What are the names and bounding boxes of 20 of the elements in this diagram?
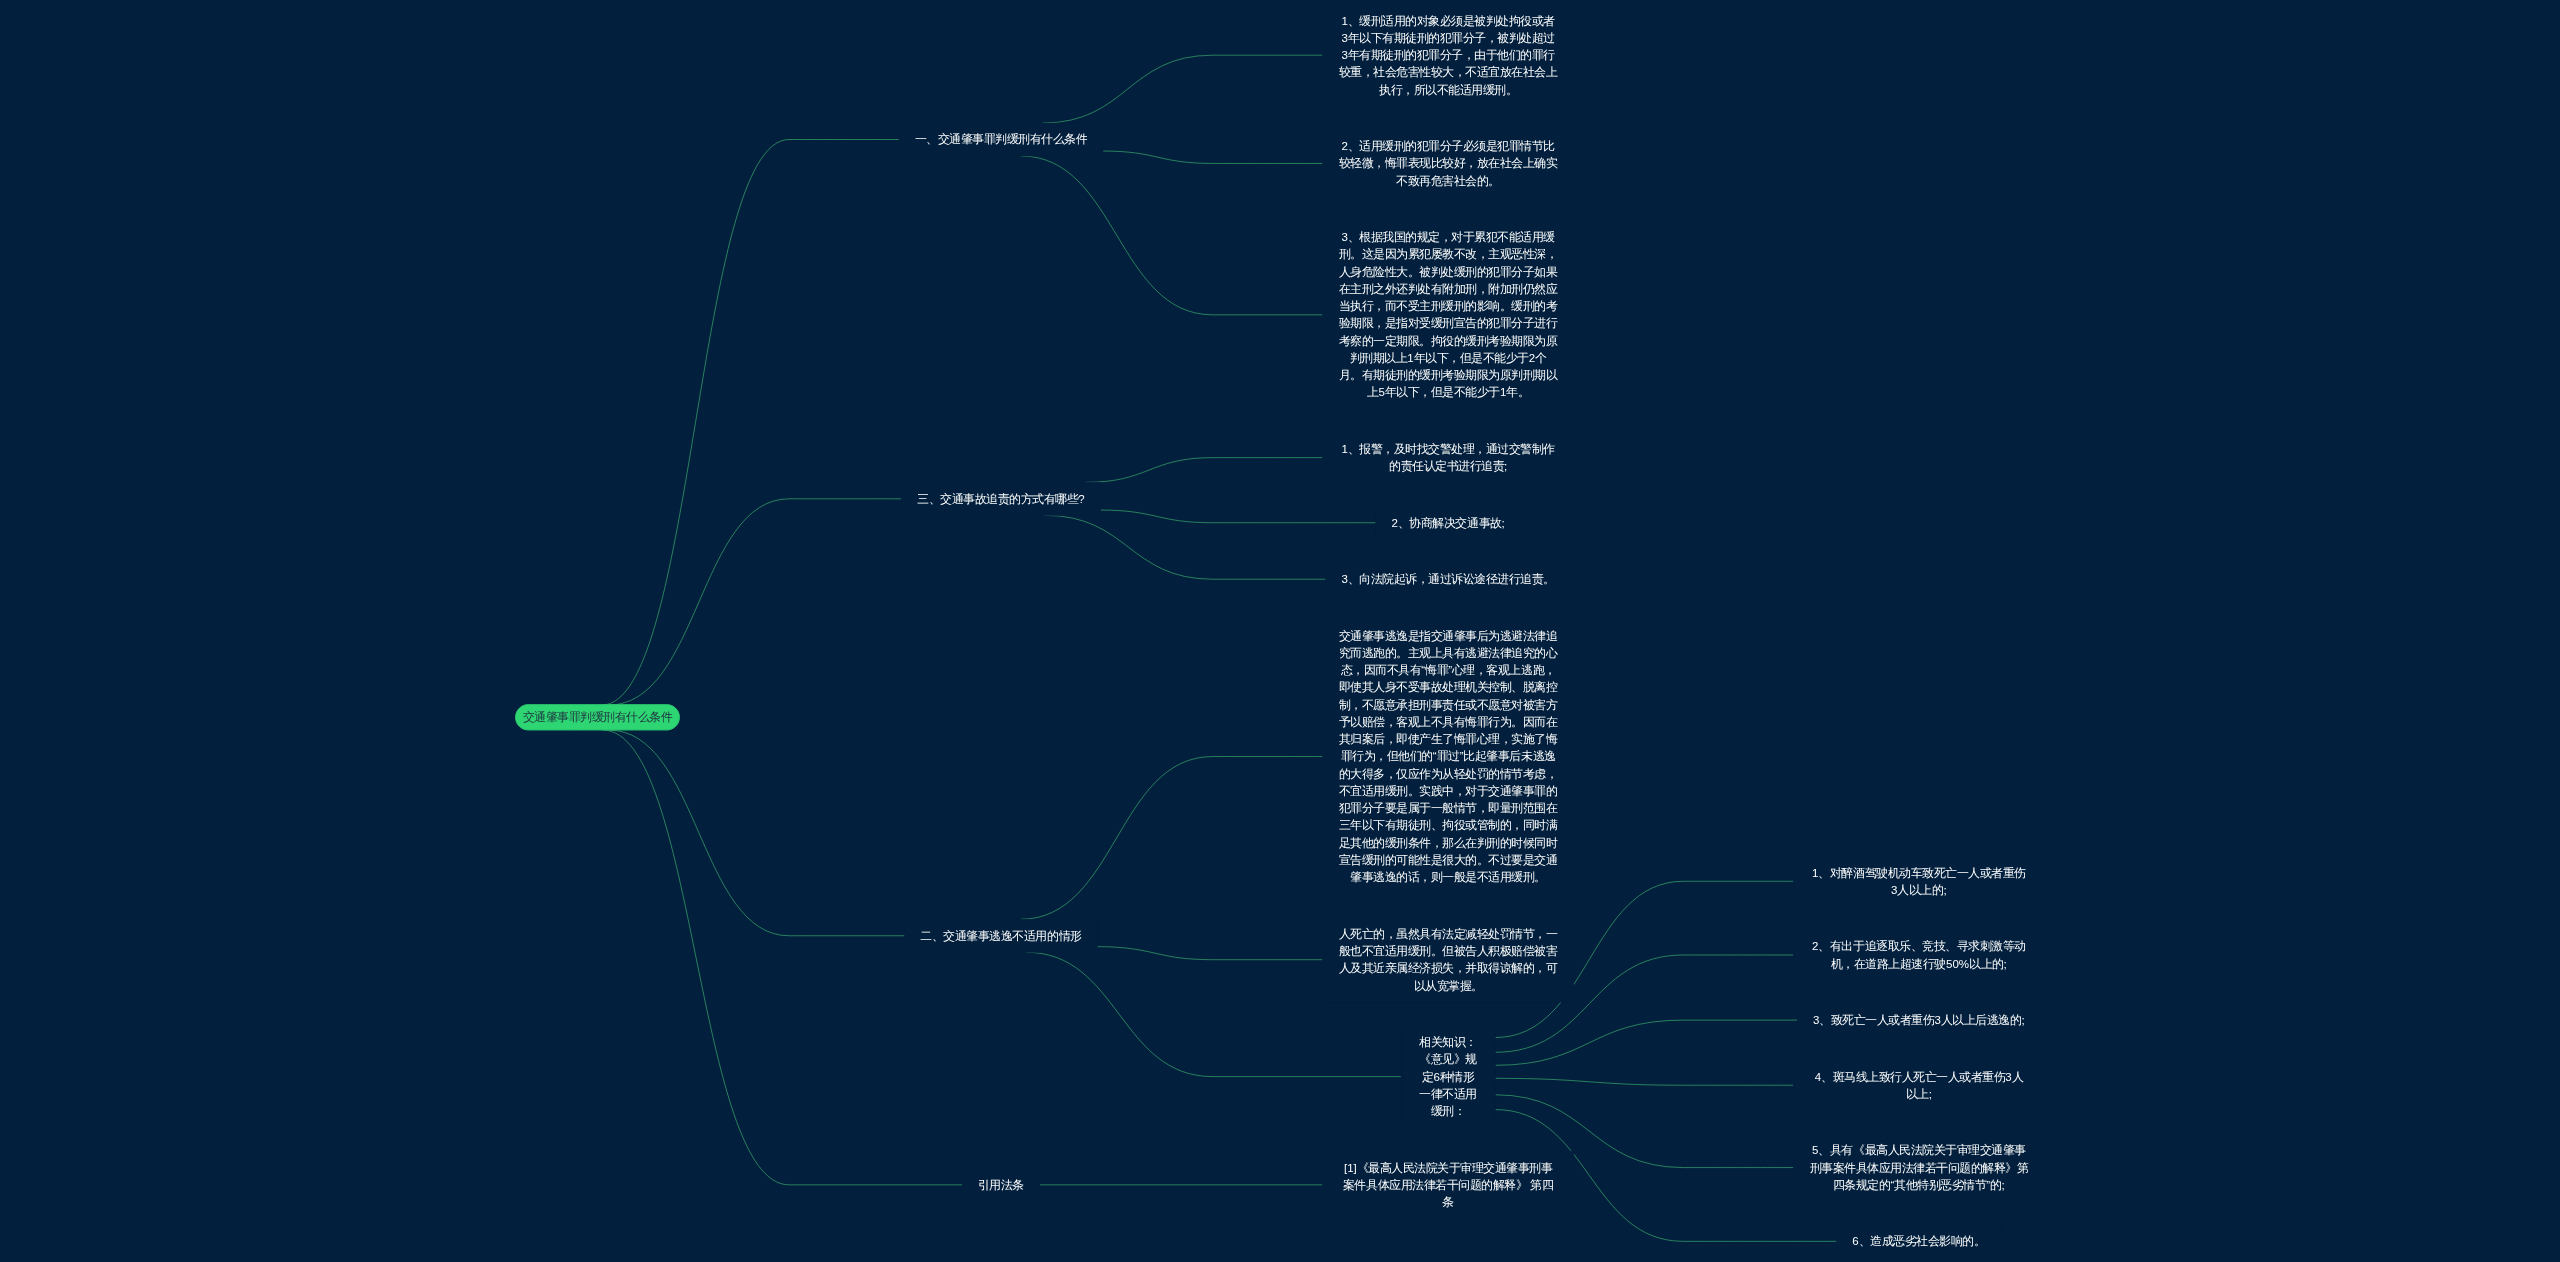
- node-text: 2、适用缓刑的犯罪分子必须是犯罪情节比较轻微，悔罪表现比较好，放在社会上确实不致再危害社会的。: [1338, 139, 1558, 188]
- node-text: 3、根据我国的规定，对于累犯不能适用缓刑。这是因为累犯屡教不改，主观恶性深，人身危险性大。被判处缓刑的犯罪分子如果在主刑之外还判处有附加刑，附加刑仍然应当执行，而不受主刑缓刑的影响。缓刑的考验期限，是指对受缓刑宣告的犯罪分子进行考察的一定期限。拘役的缓刑考验期限为原判刑期以上1年以下，但是不能少于2个月。有期徒刑的缓刑考验期限为原判刑期以上5年以下，但是不能少于1年。: [1338, 230, 1558, 400]
- node-text: [1]《最高人民法院关于审理交通肇事刑事案件具体应用法律若干问题的解释》 第四条: [1342, 1161, 1554, 1209]
- node-text: 5、具有《最高人民法院关于审理交通肇事刑事案件具体应用法律若干问题的解释》第四条规定的“其他特别恶劣情节”的;: [1809, 1143, 2029, 1192]
- node-text: 2、有出于追逐取乐、竞技、寻求刺激等动机，在道路上超速行驶50%以上的;: [1812, 939, 2026, 971]
- node-text: 2、协商解决交通事故;: [1391, 516, 1505, 530]
- node-text: 三、交通事故追责的方式有哪些?: [917, 492, 1085, 506]
- node-text: 1、缓刑适用的对象必须是被判处拘役或者3年以下有期徒刑的犯罪分子，被判处超过3年有期徒刑的犯罪分子，由于他们的罪行较重，社会危害性较大，不适宜放在社会上执行，所以不能适用缓刑。: [1338, 14, 1558, 97]
- node-text: 4、斑马线上致行人死亡一人或者重伤3人以上;: [1814, 1070, 2024, 1101]
- node-text: 1、报警，及时找交警处理，通过交警制作的责任认定书进行追责;: [1341, 442, 1555, 473]
- node-text: 引用法条: [977, 1178, 1024, 1192]
- node-text: 3、向法院起诉，通过诉讼途径进行追责。: [1341, 572, 1555, 586]
- node-text: 人死亡的，虽然具有法定减轻处罚情节，一般也不宜适用缓刑。但被告人积极赔偿被害人及其近亲属经济损失，并取得谅解的，可以从宽掌握。: [1338, 927, 1558, 993]
- node-text: 6、造成恶劣社会影响的。: [1852, 1234, 1986, 1248]
- node-text: 交通肇事逃逸是指交通肇事后为逃避法律追究而逃跑的。主观上具有逃避法律追究的心态，因而不具有“悔罪”心理，客观上逃跑，即使其人身不受事故处理机关控制、脱离控制，不愿意承担刑事责任或不愿意对被害方予以赔偿，客观上不具有悔罪行为。因而在其归案后，即使产生了悔罪心理，实施了悔罪行为，但他们的“罪过”比起肇事后未逃逸的大得多，仅应作为从轻处罚的情节考虑，不宜适用缓刑。实践中，对于交通肇事罪的犯罪分子要是属于一般情节，即量刑范围在三年以下有期徒刑、拘役或管制的，同时满足其他的缓刑条件，那么在判刑的时候同时宣告缓刑的可能性是很大的。不过要是交通肇事逃逸的话，则一般是不适用缓刑。: [1338, 629, 1558, 884]
- node-text: 相关知识：《意见》规定6种情形一律不适用缓刑：: [1419, 1035, 1477, 1118]
- node-text: 二、交通肇事逃逸不适用的情形: [920, 929, 1082, 943]
- node-text: 1、对醉酒驾驶机动车致死亡一人或者重伤3人以上的;: [1812, 866, 2026, 897]
- node-text: 一、交通肇事罪判缓刑有什么条件: [914, 132, 1088, 147]
- node-text: 3、致死亡一人或者重伤3人以上后逃逸的;: [1813, 1013, 2025, 1027]
